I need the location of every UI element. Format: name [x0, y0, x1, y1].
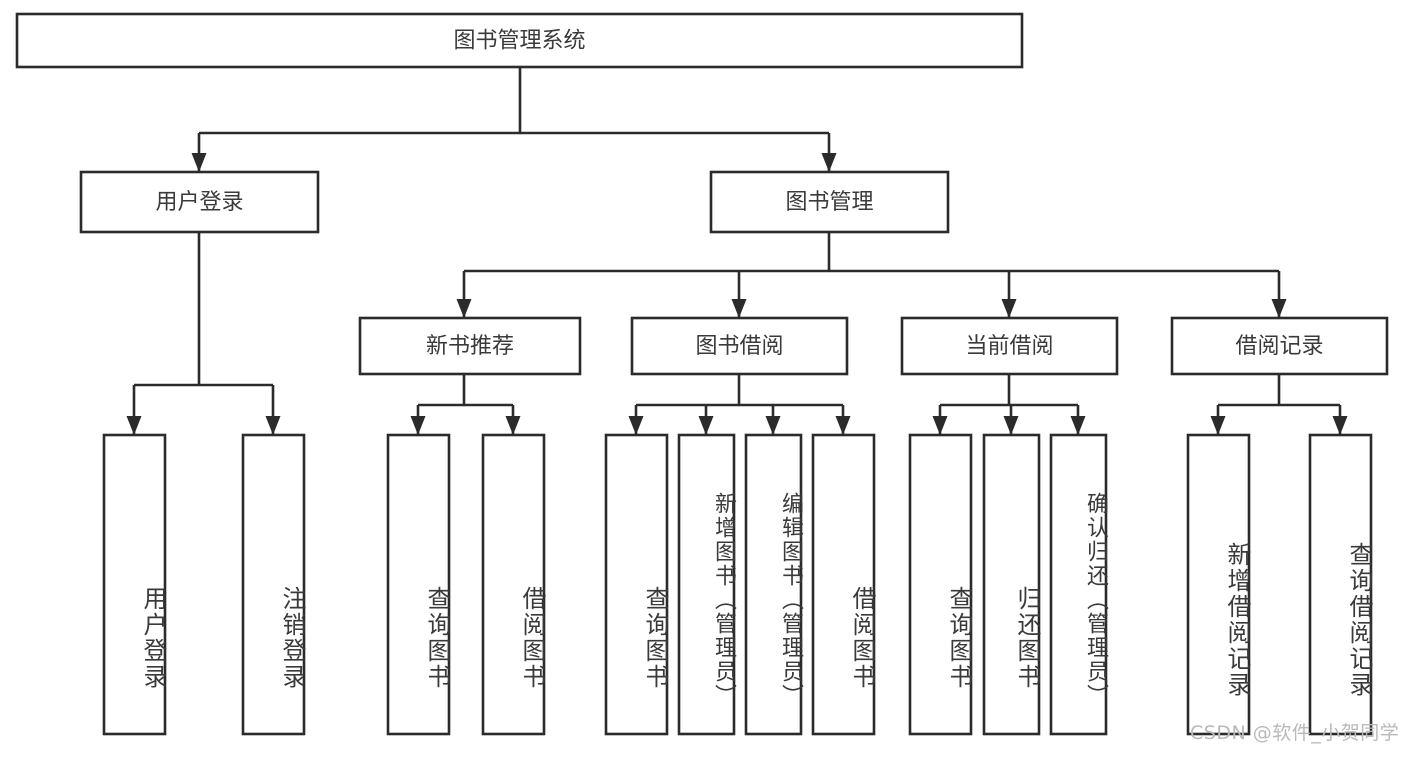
node-level3-label-3: 借阅记录	[1235, 334, 1323, 359]
arrow-head-icon	[698, 416, 714, 435]
arrow-head-icon	[628, 416, 644, 435]
node-leaf-8[interactable]	[908, 433, 973, 736]
node-leaf-0[interactable]	[102, 433, 167, 736]
node-leaf-1[interactable]	[241, 433, 306, 736]
node-leaf-4[interactable]	[604, 433, 669, 736]
node-leaf-10[interactable]	[1049, 433, 1108, 736]
node-level2-0[interactable]	[79, 170, 320, 234]
node-leaf-12[interactable]	[1308, 433, 1373, 736]
arrow-head-icon	[1210, 416, 1226, 435]
connector-layer	[126, 67, 1348, 435]
arrow-head-icon	[505, 416, 521, 435]
arrow-head-icon	[932, 416, 948, 435]
arrow-head-icon	[835, 416, 851, 435]
node-level3-label-0: 新书推荐	[426, 334, 514, 359]
arrow-head-icon	[126, 416, 142, 435]
node-leaf-6[interactable]	[744, 433, 803, 736]
arrow-head-icon	[765, 416, 781, 435]
arrow-head-icon	[265, 416, 281, 435]
arrow-head-icon	[1003, 416, 1019, 435]
node-leaf-5[interactable]	[677, 433, 736, 736]
arrow-head-icon	[456, 299, 472, 318]
node-level3-label-2: 当前借阅	[965, 334, 1053, 359]
node-leaf-11[interactable]	[1186, 433, 1251, 736]
node-level2-label-0: 用户登录	[155, 190, 243, 215]
arrow-head-icon	[1271, 299, 1287, 318]
node-level3-label-1: 图书借阅	[695, 334, 783, 359]
arrow-head-icon	[191, 153, 207, 172]
node-level3-2[interactable]	[900, 316, 1119, 376]
node-level3-1[interactable]	[630, 316, 849, 376]
node-level3-0[interactable]	[358, 316, 582, 376]
node-leaf-9[interactable]	[982, 433, 1041, 736]
node-box-layer	[15, 12, 1389, 736]
arrow-head-icon	[410, 416, 426, 435]
arrow-head-icon	[821, 153, 837, 172]
node-leaf-3[interactable]	[481, 433, 546, 736]
node-level3-3[interactable]	[1170, 316, 1389, 376]
node-leaf-7[interactable]	[811, 433, 876, 736]
node-level2-1[interactable]	[709, 170, 950, 234]
arrow-head-icon	[1070, 416, 1086, 435]
node-leaf-2[interactable]	[386, 433, 451, 736]
node-level2-label-1: 图书管理	[785, 190, 873, 215]
watermark-text: CSDN @软件_小贺同学	[1190, 722, 1400, 744]
node-root-label: 图书管理系统	[453, 29, 585, 54]
node-root-图书管理系统[interactable]	[15, 12, 1024, 69]
arrow-head-icon	[1001, 299, 1017, 318]
diagram-canvas: 图书管理系统用户登录图书管理新书推荐图书借阅当前借阅借阅记录 用户登录注销登录查…	[15, 12, 1400, 744]
arrow-head-icon	[731, 299, 747, 318]
arrow-head-icon	[1332, 416, 1348, 435]
